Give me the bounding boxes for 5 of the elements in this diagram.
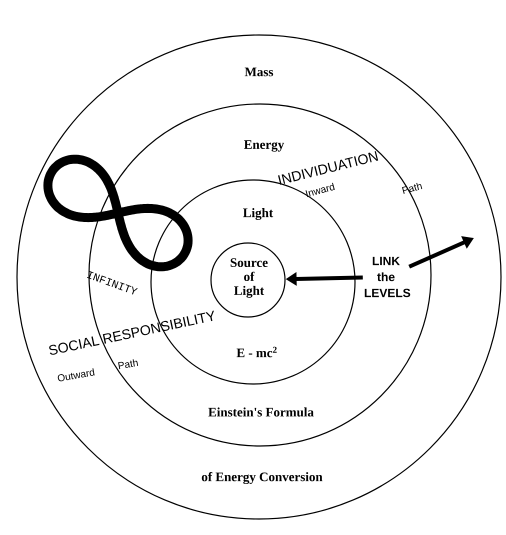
ring-label: Inward xyxy=(306,182,335,198)
ring-label: Path xyxy=(118,359,138,370)
link-label: LINK the LEVELS xyxy=(364,256,410,298)
ring-label: Outward xyxy=(58,368,95,382)
ring-label: Path xyxy=(402,182,422,194)
